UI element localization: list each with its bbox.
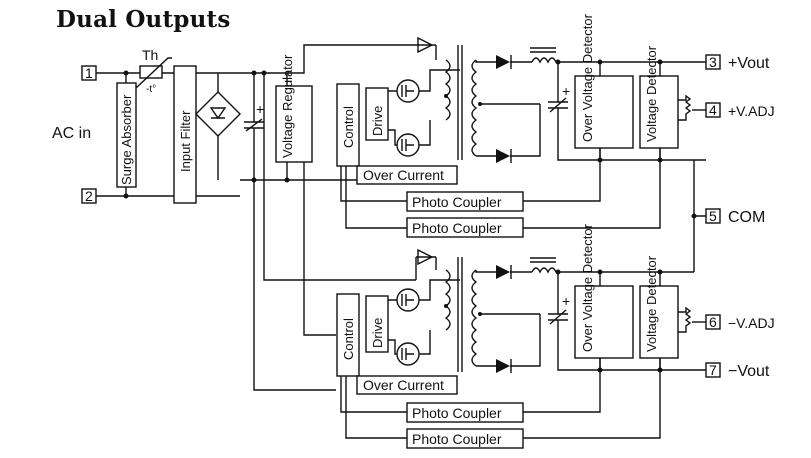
inductor-lower <box>530 257 557 274</box>
svg-text:Control: Control <box>341 106 356 148</box>
diode-upper-return <box>496 104 541 163</box>
terminal-4: 4 +V.ADJ <box>705 102 775 119</box>
mosfet-lower-1 <box>396 288 420 312</box>
mosfet-upper-2 <box>396 133 420 157</box>
svg-text:Over Voltage Detector: Over Voltage Detector <box>580 13 595 142</box>
svg-text:Voltage Detector: Voltage Detector <box>644 255 659 352</box>
terminal-1: 1 <box>81 65 97 81</box>
diode-lower-out <box>496 265 532 279</box>
svg-text:Voltage Regulator: Voltage Regulator <box>280 54 295 158</box>
adj-pot-upper <box>678 94 706 121</box>
over-voltage-detector-upper: Over Voltage Detector <box>574 13 634 149</box>
svg-text:+: + <box>562 83 570 99</box>
terminal-2: 2 <box>81 188 97 204</box>
svg-text:Over Current: Over Current <box>363 377 444 393</box>
svg-text:Drive: Drive <box>370 318 385 348</box>
svg-text:Photo Coupler: Photo Coupler <box>412 431 502 447</box>
transformer-lower <box>416 248 482 372</box>
svg-text:4: 4 <box>709 102 717 118</box>
svg-text:Input Filter: Input Filter <box>178 110 193 172</box>
svg-text:5: 5 <box>709 208 717 224</box>
control-block-lower: Control <box>336 293 360 377</box>
svg-text:Control: Control <box>341 318 356 360</box>
output-cap-lower: + <box>548 293 570 325</box>
input-filter-block: Input Filter <box>173 65 197 204</box>
svg-text:+V.ADJ: +V.ADJ <box>728 103 775 119</box>
svg-text:1: 1 <box>85 65 93 81</box>
mosfet-lower-2 <box>396 342 420 366</box>
ac-in-label: AC in <box>52 125 91 142</box>
photo-coupler-lower-2: Photo Coupler <box>406 428 524 449</box>
svg-text:6: 6 <box>709 314 717 330</box>
bridge-rectifier <box>195 91 241 137</box>
diode-lower-return <box>496 314 541 373</box>
terminal-5: 5 COM <box>705 208 765 226</box>
terminal-3: 3 +Vout <box>705 54 770 72</box>
adj-pot-lower <box>678 306 706 333</box>
photo-coupler-upper-1: Photo Coupler <box>406 191 524 212</box>
photo-coupler-lower-1: Photo Coupler <box>406 402 524 423</box>
output-cap-upper: + <box>548 83 570 113</box>
svg-text:Over Voltage Detector: Over Voltage Detector <box>580 223 595 352</box>
mosfet-upper-1 <box>396 79 420 103</box>
terminal-7: 7 −Vout <box>705 362 770 380</box>
svg-text:Photo Coupler: Photo Coupler <box>412 220 502 236</box>
voltage-detector-upper: Voltage Detector <box>639 45 679 149</box>
svg-text:COM: COM <box>728 209 765 226</box>
transformer-upper <box>416 36 482 160</box>
svg-text:Drive: Drive <box>370 106 385 136</box>
diode-upper-out <box>496 55 532 69</box>
svg-text:Surge Absorber: Surge Absorber <box>119 94 134 185</box>
terminal-6: 6 −V.ADJ <box>705 314 775 331</box>
svg-text:2: 2 <box>85 188 93 204</box>
surge-absorber-block: Surge Absorber <box>116 82 137 188</box>
svg-text:Photo Coupler: Photo Coupler <box>412 194 502 210</box>
svg-text:−V.ADJ: −V.ADJ <box>728 315 775 331</box>
drive-block-upper: Drive <box>365 87 389 141</box>
thermistor: Th -t° <box>135 47 172 95</box>
svg-text:Th: Th <box>142 47 158 63</box>
voltage-detector-lower: Voltage Detector <box>639 255 679 359</box>
drive-block-lower: Drive <box>365 295 389 353</box>
svg-text:Photo Coupler: Photo Coupler <box>412 405 502 421</box>
svg-text:+Vout: +Vout <box>728 55 770 72</box>
over-voltage-detector-lower: Over Voltage Detector <box>574 223 634 359</box>
over-current-box-upper: Over Current <box>356 165 458 185</box>
svg-text:Over Current: Over Current <box>363 167 444 183</box>
svg-text:7: 7 <box>709 362 717 378</box>
inductor-upper <box>530 47 557 64</box>
svg-text:3: 3 <box>709 54 717 70</box>
diagram-title: Dual Outputs <box>56 6 231 33</box>
photo-coupler-upper-2: Photo Coupler <box>406 217 524 238</box>
svg-text:+: + <box>562 293 570 309</box>
voltage-regulator-block: Voltage Regulator <box>275 54 313 163</box>
svg-text:Voltage Detector: Voltage Detector <box>644 45 659 142</box>
svg-text:+: + <box>256 101 264 117</box>
svg-text:−Vout: −Vout <box>728 363 770 380</box>
svg-text:-t°: -t° <box>146 84 156 95</box>
control-block-upper: Control <box>336 83 360 167</box>
over-current-box-lower: Over Current <box>356 375 458 395</box>
